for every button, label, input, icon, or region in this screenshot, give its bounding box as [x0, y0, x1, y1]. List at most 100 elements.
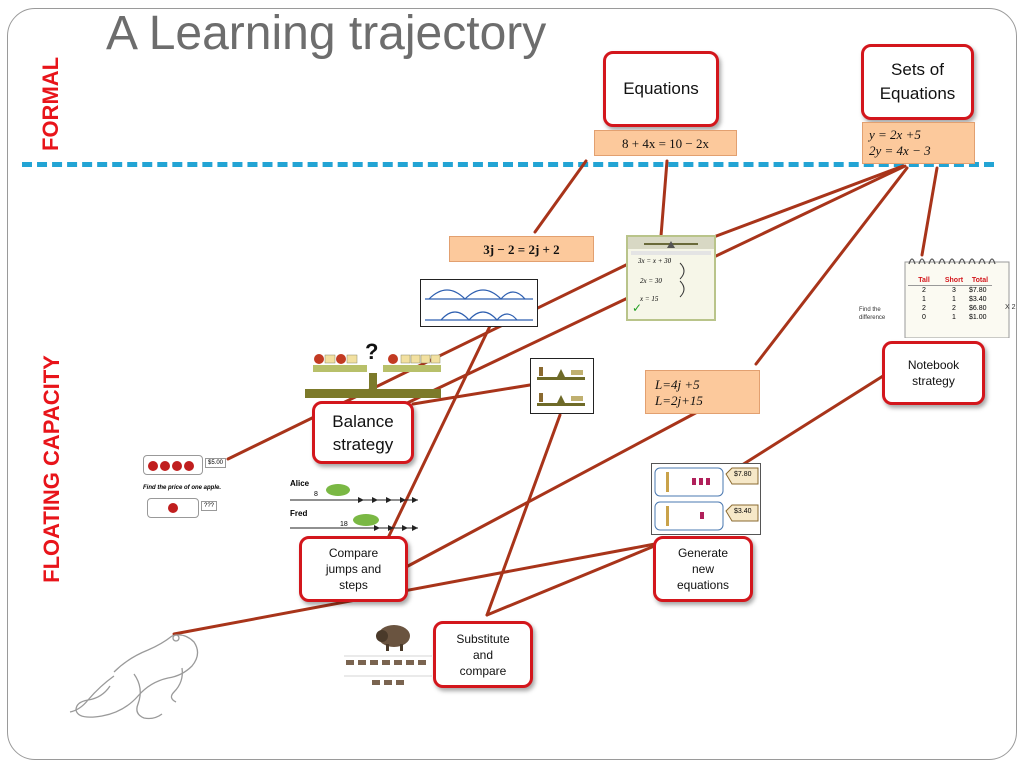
musk-ox-image [342, 622, 434, 692]
frog-race-fred: Fred [290, 509, 308, 518]
notebook-cell: 2 [922, 305, 926, 312]
notebook-cell: 0 [922, 314, 926, 321]
price-tags-graphic [654, 467, 759, 531]
equation-set-line1: y = 2x +5 [869, 127, 921, 142]
notebook-strategy-line2: strategy [912, 374, 955, 388]
sets-box-line1: Sets of [891, 60, 944, 79]
compare-jumps-line2: jumps and [325, 562, 382, 576]
apple-price-tag-bottom: ??? [201, 501, 218, 511]
link-frog-to-generate [172, 542, 657, 636]
link-worksheet-to-sets [709, 164, 905, 240]
equation-simple-text: 8 + 4x = 10 − 2x [622, 136, 709, 151]
substitute-compare-line1: Substitute [456, 631, 510, 646]
single-apple-box [147, 498, 199, 518]
link-substitute-to-generate [485, 545, 654, 617]
substitute-compare-line2: and [472, 647, 494, 662]
equations-box: Equations [603, 51, 719, 127]
link-balance-to-smallbalance [411, 383, 532, 406]
frog-race-fred-number: 18 [340, 521, 348, 528]
notebook-header-short: Short [940, 276, 968, 286]
worksheet-check: ✓ [632, 301, 643, 315]
equation-set-line2: 2y = 4x − 3 [869, 143, 931, 158]
apple-price-tag-top: $5.00 [205, 458, 227, 468]
balance-mystery-mark: ? [365, 339, 379, 364]
equation-j: 3j − 2 = 2j + 2 [449, 236, 594, 262]
equation-l-line1: L=4j +5 [655, 377, 700, 392]
substitute-compare-box: Substitute and compare [433, 621, 533, 688]
notebook-note-left-line1: Find the [859, 307, 881, 313]
single-apple-icon [168, 503, 178, 513]
notebook-header-total: Total [968, 276, 992, 286]
apple-row-box [143, 455, 203, 475]
apple-caption: Find the price of one apple. [143, 485, 222, 491]
equation-l-line2: L=2j+15 [655, 393, 703, 408]
balance-scale-image: ? [303, 339, 443, 401]
link-substitute-to-smallbalance [485, 413, 562, 617]
price-tags-image: $7.80 $3.40 [651, 463, 761, 535]
balance-strategy-line1: Balance [332, 411, 394, 431]
notebook-row: 2 3 $7.80 [908, 286, 992, 296]
notebook-strategy-line1: Notebook [907, 358, 960, 372]
small-balance-pair-graphic [537, 367, 585, 406]
price-tag-1: $7.80 [734, 471, 752, 478]
notebook-cell: $3.40 [969, 296, 987, 303]
generate-equations-line1: Generate [677, 546, 729, 560]
notebook-cell: $1.00 [969, 314, 987, 321]
slide-title: A Learning trajectory [106, 7, 547, 60]
notebook-note-left-line2: difference [859, 315, 886, 321]
link-notebook-to-sets [920, 166, 939, 257]
generate-equations-box: Generate new equations [653, 536, 753, 602]
worksheet-step3: x = 15 [640, 295, 659, 303]
equation-l-pair: L=4j +5 L=2j+15 [645, 370, 760, 414]
notebook-table: Tall Short Total 2 3 $7.80 1 1 $3.40 2 2… [908, 276, 992, 322]
worksheet-step2: 2x = 30 [640, 277, 662, 285]
notebook-strategy-box: Notebook strategy [882, 341, 985, 405]
link-compare-to-lequations [406, 407, 705, 568]
notebook-row: 2 2 $6.80 [908, 304, 992, 313]
jump-arcs-image [420, 279, 538, 327]
notebook-row: 0 1 $1.00 [908, 313, 992, 322]
worksheet-image: 3x = x + 30 2x = 30 x = 15 ✓ [626, 235, 716, 321]
jump-arcs-graphic [425, 289, 533, 321]
compare-jumps-line1: Compare [328, 546, 379, 560]
compare-jumps-line3: steps [339, 578, 368, 592]
notebook-header-tall: Tall [908, 276, 940, 286]
link-worksheet-to-equations [659, 159, 669, 238]
equations-box-label: Equations [623, 79, 699, 98]
link-compare-to-waves [386, 324, 492, 540]
frog-sketch-image [68, 628, 204, 722]
notebook-cell: $6.80 [969, 305, 987, 312]
link-jeq-to-equations [533, 159, 588, 234]
sets-box-line2: Equations [879, 84, 956, 103]
frog-sketch-graphic [69, 634, 199, 720]
notebook-cell: 2 [952, 305, 956, 312]
price-tag-2: $3.40 [734, 508, 752, 515]
frog-race-alice-number: 8 [314, 491, 318, 498]
frog-race-image: Alice 8 Fred 18 [288, 476, 420, 534]
notebook-cell: 1 [952, 314, 956, 321]
notebook-note-left: Find the difference [859, 306, 885, 322]
equation-set: y = 2x +5 2y = 4x − 3 [862, 122, 975, 164]
apple-price-card: $5.00 Find the price of one apple. ??? [143, 455, 235, 521]
sets-of-equations-box: Sets of Equations [861, 44, 974, 120]
balance-strategy-box: Balance strategy [312, 401, 414, 464]
notebook-row: 1 1 $3.40 [908, 295, 992, 304]
notebook-spiral-graphic [904, 258, 1010, 338]
frog-race-graphic [290, 484, 418, 531]
equation-simple: 8 + 4x = 10 − 2x [594, 130, 737, 156]
worksheet-step1: 3x = x + 30 [638, 257, 672, 265]
formal-boundary-dashed-line [22, 162, 994, 167]
frog-race-alice: Alice [290, 479, 310, 488]
balance-scale-graphic [305, 354, 441, 398]
notebook-note-right: X 2 [1005, 304, 1016, 311]
link-lequations-to-sets [754, 166, 909, 366]
equation-j-text: 3j − 2 = 2j + 2 [483, 242, 560, 257]
compare-jumps-box: Compare jumps and steps [299, 536, 408, 602]
notebook-cell: 1 [922, 296, 926, 303]
apple-icons [148, 461, 194, 471]
notebook-cell: 2 [922, 287, 926, 294]
small-balance-pair-image [530, 358, 594, 414]
notebook-cell: 1 [952, 296, 956, 303]
notebook-table-image: Tall Short Total 2 3 $7.80 1 1 $3.40 2 2… [855, 252, 1017, 338]
notebook-cell: $7.80 [969, 287, 987, 294]
